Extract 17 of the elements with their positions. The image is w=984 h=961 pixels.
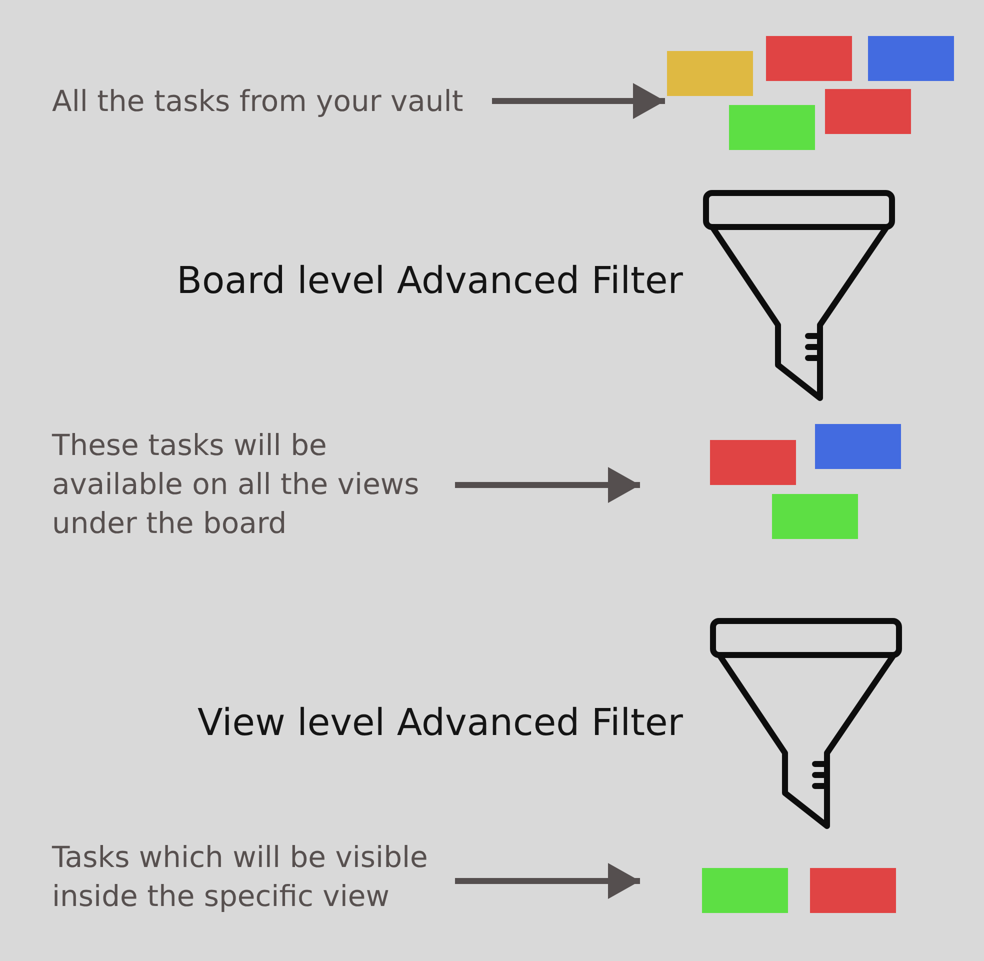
task-block bbox=[825, 89, 911, 134]
description-text: Tasks which will be visible inside the specific view bbox=[52, 838, 429, 916]
task-block bbox=[729, 105, 815, 150]
description-text: These tasks will be available on all the views under the board bbox=[52, 426, 421, 543]
task-block bbox=[815, 424, 901, 469]
task-block bbox=[667, 51, 753, 96]
task-block bbox=[810, 868, 896, 913]
task-block bbox=[868, 36, 954, 81]
task-block bbox=[772, 494, 858, 539]
filter-title: View level Advanced Filter bbox=[198, 700, 683, 746]
task-block bbox=[710, 440, 796, 485]
task-block bbox=[702, 868, 788, 913]
funnel-icon bbox=[703, 190, 895, 402]
filter-title: Board level Advanced Filter bbox=[176, 258, 683, 304]
description-text: All the tasks from your vault bbox=[52, 82, 465, 121]
funnel-icon bbox=[710, 618, 902, 830]
task-block bbox=[766, 36, 852, 81]
